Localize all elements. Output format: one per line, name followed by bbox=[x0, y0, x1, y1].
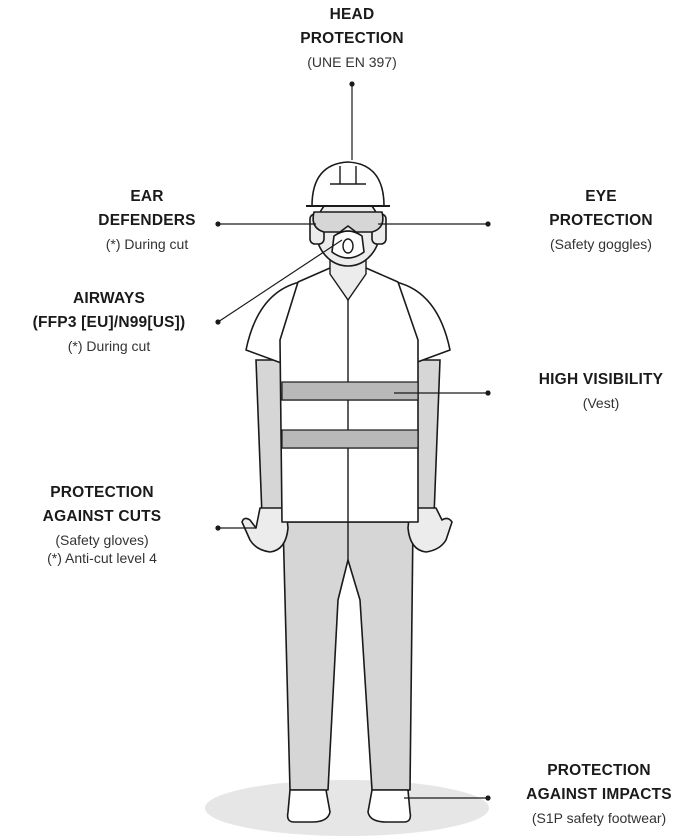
airways-title-2: (FFP3 [EU]/N99[US]) bbox=[0, 314, 218, 332]
left-arm bbox=[256, 360, 283, 516]
eye-title-1: EYE bbox=[506, 188, 696, 206]
head-title-2: PROTECTION bbox=[250, 30, 454, 48]
reflective-strip-top bbox=[282, 382, 418, 400]
eye-title-2: PROTECTION bbox=[506, 212, 696, 230]
cuts-sub-2: (*) Anti-cut level 4 bbox=[4, 550, 200, 566]
pants bbox=[283, 522, 413, 790]
label-protection-impacts: PROTECTION AGAINST IMPACTS (S1P safety f… bbox=[502, 762, 696, 826]
impacts-sub: (S1P safety footwear) bbox=[502, 810, 696, 826]
eye-sub: (Safety goggles) bbox=[506, 236, 696, 252]
head-title-1: HEAD bbox=[250, 6, 454, 24]
hiviz-sub: (Vest) bbox=[506, 395, 696, 411]
left-glove bbox=[242, 508, 288, 552]
cuts-sub: (Safety gloves) bbox=[4, 532, 200, 548]
label-ear-defenders: EAR DEFENDERS (*) During cut bbox=[52, 188, 242, 252]
label-airways: AIRWAYS (FFP3 [EU]/N99[US]) (*) During c… bbox=[0, 290, 218, 354]
floor-shadow bbox=[205, 780, 489, 836]
label-head-protection: HEAD PROTECTION (UNE EN 397) bbox=[250, 6, 454, 70]
right-boot bbox=[368, 790, 410, 822]
ear-title-1: EAR bbox=[52, 188, 242, 206]
label-eye-protection: EYE PROTECTION (Safety goggles) bbox=[506, 188, 696, 252]
left-boot bbox=[288, 790, 330, 822]
ear-title-2: DEFENDERS bbox=[52, 212, 242, 230]
label-high-visibility: HIGH VISIBILITY (Vest) bbox=[506, 371, 696, 411]
hiviz-title: HIGH VISIBILITY bbox=[506, 371, 696, 389]
ear-sub: (*) During cut bbox=[52, 236, 242, 252]
airways-sub: (*) During cut bbox=[0, 338, 218, 354]
cuts-title-2: AGAINST CUTS bbox=[4, 508, 200, 526]
label-protection-cuts: PROTECTION AGAINST CUTS (Safety gloves) … bbox=[4, 484, 200, 566]
impacts-title-2: AGAINST IMPACTS bbox=[502, 786, 696, 804]
impacts-title-1: PROTECTION bbox=[502, 762, 696, 780]
head-sub: (UNE EN 397) bbox=[250, 54, 454, 70]
airways-title-1: AIRWAYS bbox=[0, 290, 218, 308]
reflective-strip-bottom bbox=[282, 430, 418, 448]
cuts-title-1: PROTECTION bbox=[4, 484, 200, 502]
